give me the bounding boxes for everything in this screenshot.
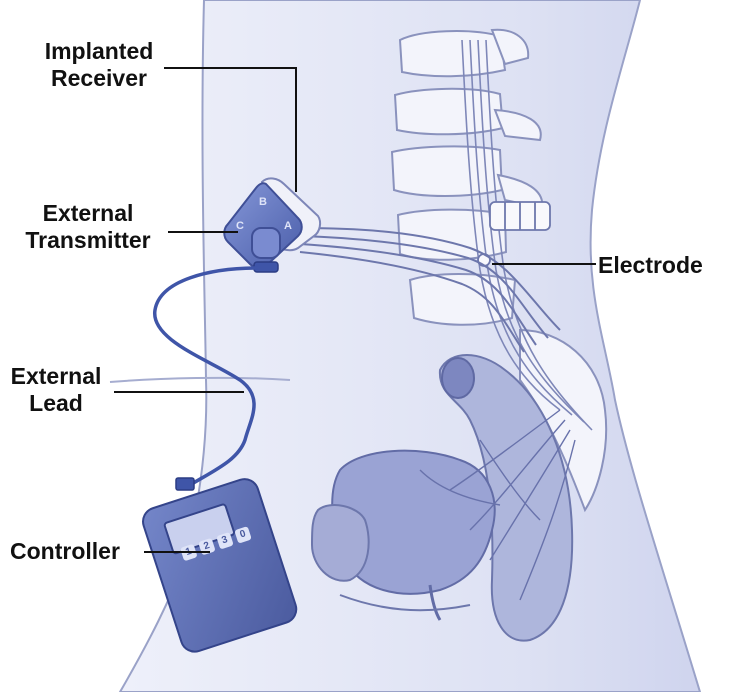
transmitter-connector [251,227,281,259]
label-external-transmitter: External Transmitter [8,200,168,254]
implanted-cables [299,227,561,353]
external-transmitter-device [223,182,303,269]
pelvic-organ [310,504,370,582]
label-external-lead-line2: Lead [29,390,83,416]
label-controller-text: Controller [10,538,120,564]
electrode-module [489,201,551,231]
label-external-transmitter-line1: External [42,200,134,226]
label-electrode-text: Electrode [598,252,703,278]
label-implanted-receiver-line1: Implanted [44,38,154,64]
thigh-fold [109,376,291,383]
port-letter-b: B [259,196,267,208]
controller-body [142,478,298,653]
label-implanted-receiver: Implanted Receiver [24,38,174,92]
controller-plug [175,477,195,491]
label-controller: Controller [10,538,120,565]
external-lead-cable [153,266,259,487]
pelvic-floor-line [339,594,471,612]
leader-line-implanted-receiver [164,67,297,192]
colon-opening [441,357,475,399]
label-external-transmitter-line2: Transmitter [25,227,151,253]
port-letter-a: A [284,220,292,232]
port-letter-c: C [236,220,244,232]
nerve-roots [461,39,593,431]
label-external-lead-line1: External [10,363,102,389]
label-external-lead: External Lead [0,363,112,417]
pelvic-nerves [419,409,576,601]
label-implanted-receiver-line2: Receiver [51,65,147,91]
label-electrode: Electrode [598,252,703,279]
urethra [428,584,442,621]
